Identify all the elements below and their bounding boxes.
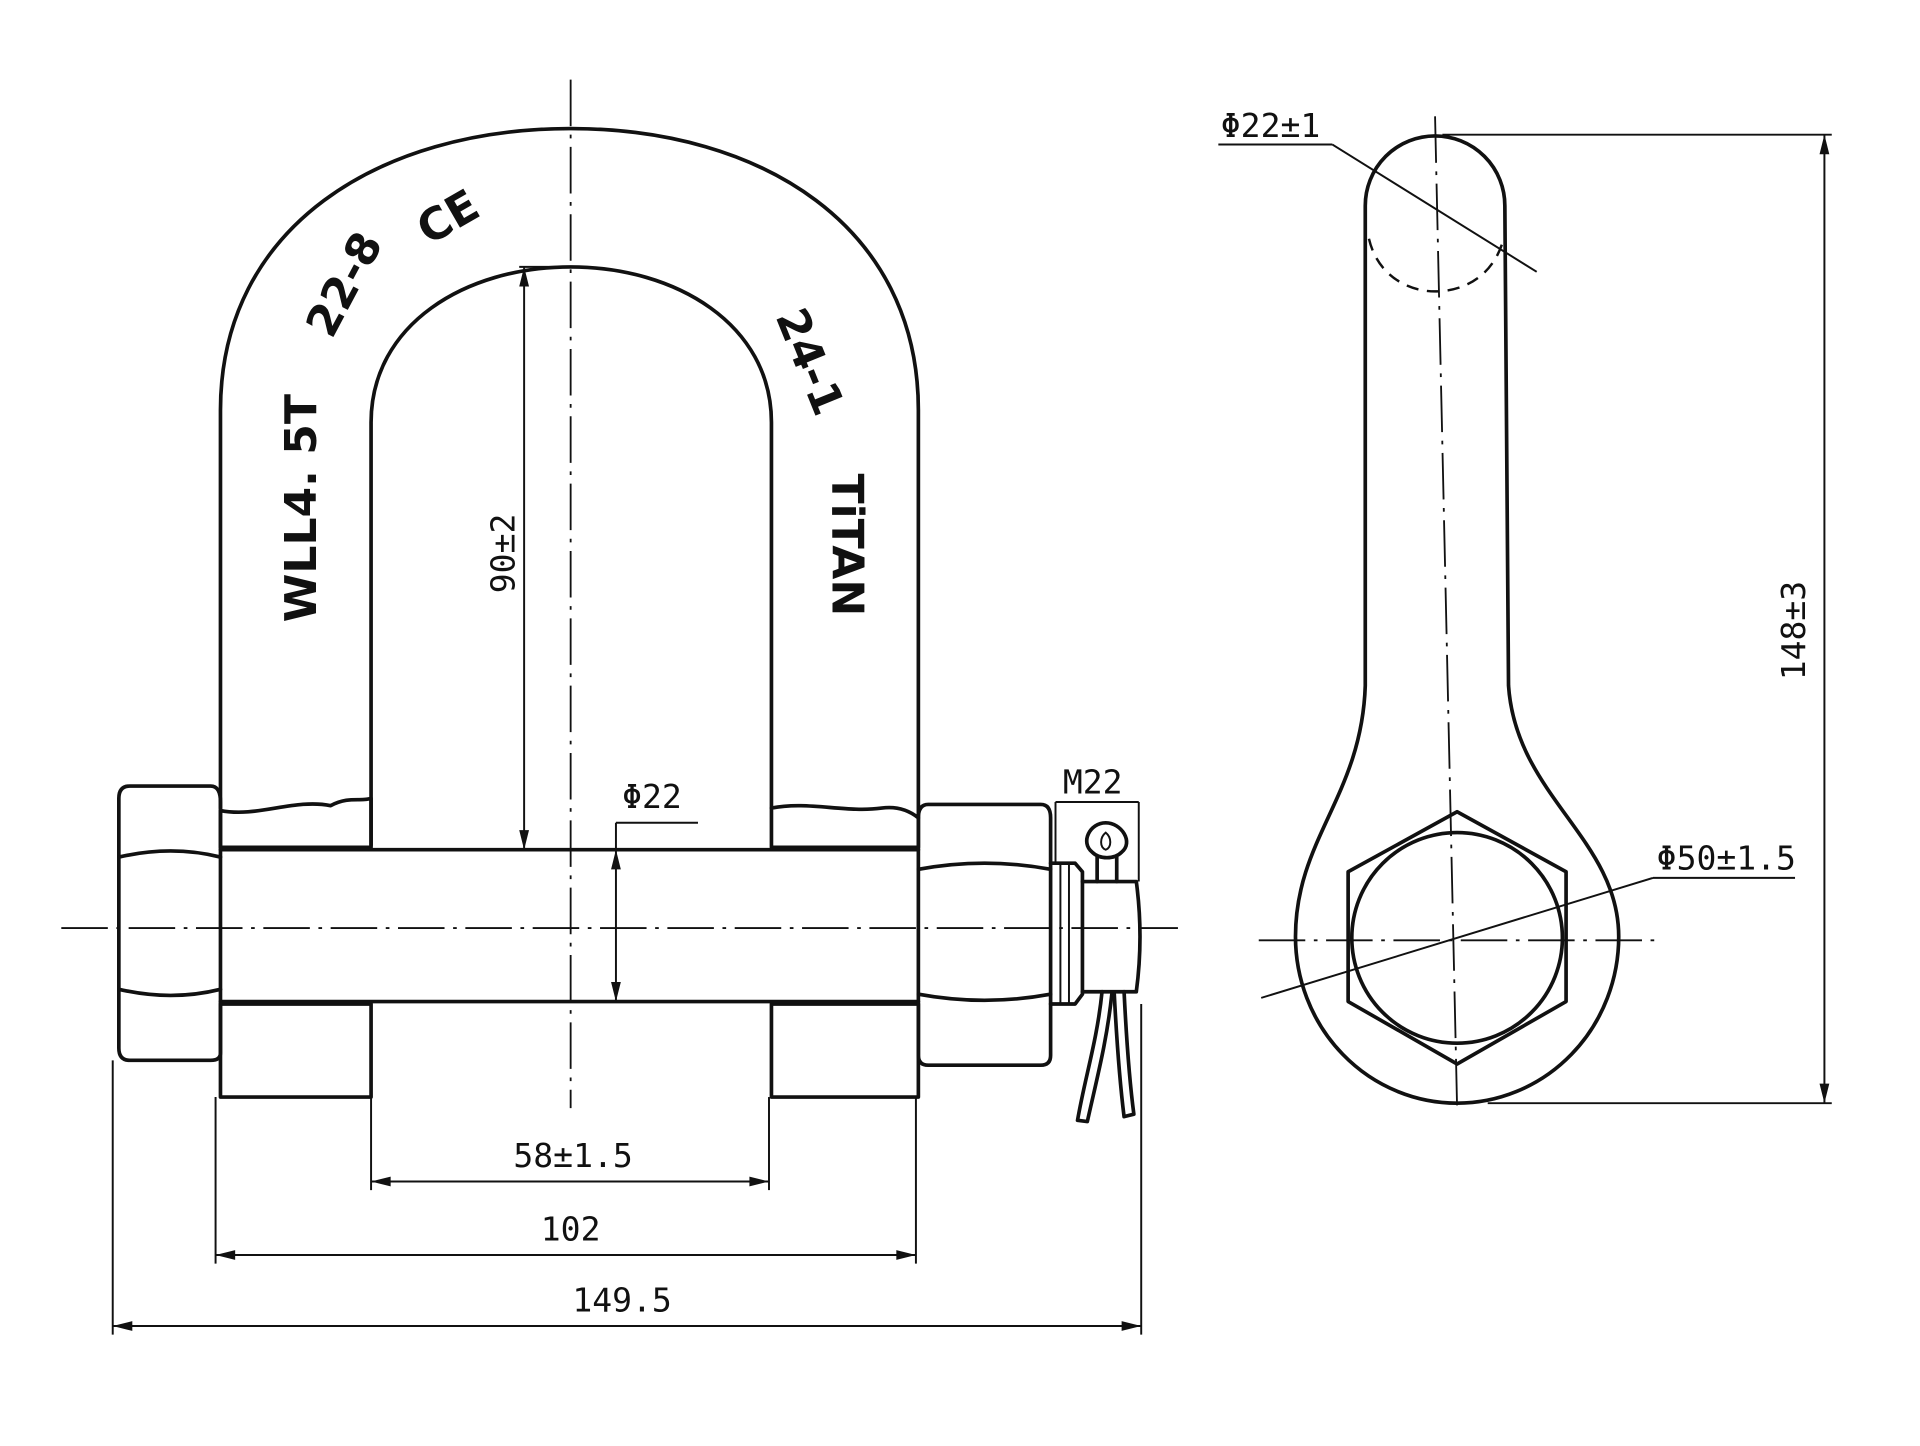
dim-thread-label: M22	[1063, 762, 1123, 801]
dim-overall-height: 148±3	[1442, 133, 1832, 1105]
extension-lines	[111, 1003, 1143, 1335]
bolt-head-faces	[117, 849, 223, 998]
dim-inner-width-label: 58±1.5	[513, 1136, 632, 1175]
nut-chamfer-circle	[1349, 830, 1565, 1046]
dim-outer-width: 102	[215, 1209, 916, 1260]
dim-inner-height: 90±2	[483, 265, 571, 850]
dim-eye-diameter: Φ50±1.5	[1260, 838, 1796, 999]
marking-wll: WLL4. 5T	[276, 394, 327, 622]
dim-eye-diameter-label: Φ50±1.5	[1657, 838, 1796, 877]
marking-batch: 24-1	[765, 301, 854, 422]
nut	[916, 802, 1053, 1068]
section-left-top	[218, 796, 373, 850]
dim-body-diameter-label: Φ22±1	[1221, 106, 1320, 145]
thread-stub	[1048, 861, 1085, 1006]
pin-end	[1080, 879, 1142, 994]
hidden-pin-edge	[1367, 238, 1505, 293]
thread-lines	[1059, 863, 1070, 1004]
dim-body-diameter: Φ22±1	[1218, 106, 1538, 273]
side-vertical-centerline	[1434, 116, 1459, 1109]
dim-pin-diameter-label: Φ22	[622, 777, 682, 816]
dim-thread: M22	[1054, 762, 1140, 882]
front-view: 90±2 Φ22 M22 58±1.5	[61, 79, 1178, 1335]
shackle-bow-outer	[218, 126, 921, 820]
hex-nut	[1346, 809, 1568, 1066]
bolt-head	[117, 784, 223, 1063]
cotter-pin	[1075, 820, 1136, 1124]
dim-overall-length: 149.5	[112, 1280, 1142, 1331]
dim-overall-height-label: 148±3	[1774, 581, 1813, 680]
dim-inner-height-label: 90±2	[483, 514, 522, 594]
side-view: Φ22±1 Φ50±1.5 148±3	[1218, 106, 1832, 1109]
section-right-top	[769, 803, 921, 850]
section-right-bottom	[769, 1002, 921, 1099]
dim-outer-width-label: 102	[541, 1209, 601, 1248]
dim-pin-diameter: Φ22	[611, 777, 698, 1002]
nut-faces	[916, 861, 1053, 1003]
dim-overall-length-label: 149.5	[572, 1280, 671, 1319]
marking-brand: TiTAN	[822, 473, 873, 616]
dim-inner-width: 58±1.5	[371, 1136, 769, 1187]
shackle-side-profile	[1293, 134, 1621, 1105]
ce-mark: CE	[409, 180, 489, 255]
marking-code: 22-8	[296, 224, 393, 345]
section-left-bottom	[218, 1002, 373, 1099]
